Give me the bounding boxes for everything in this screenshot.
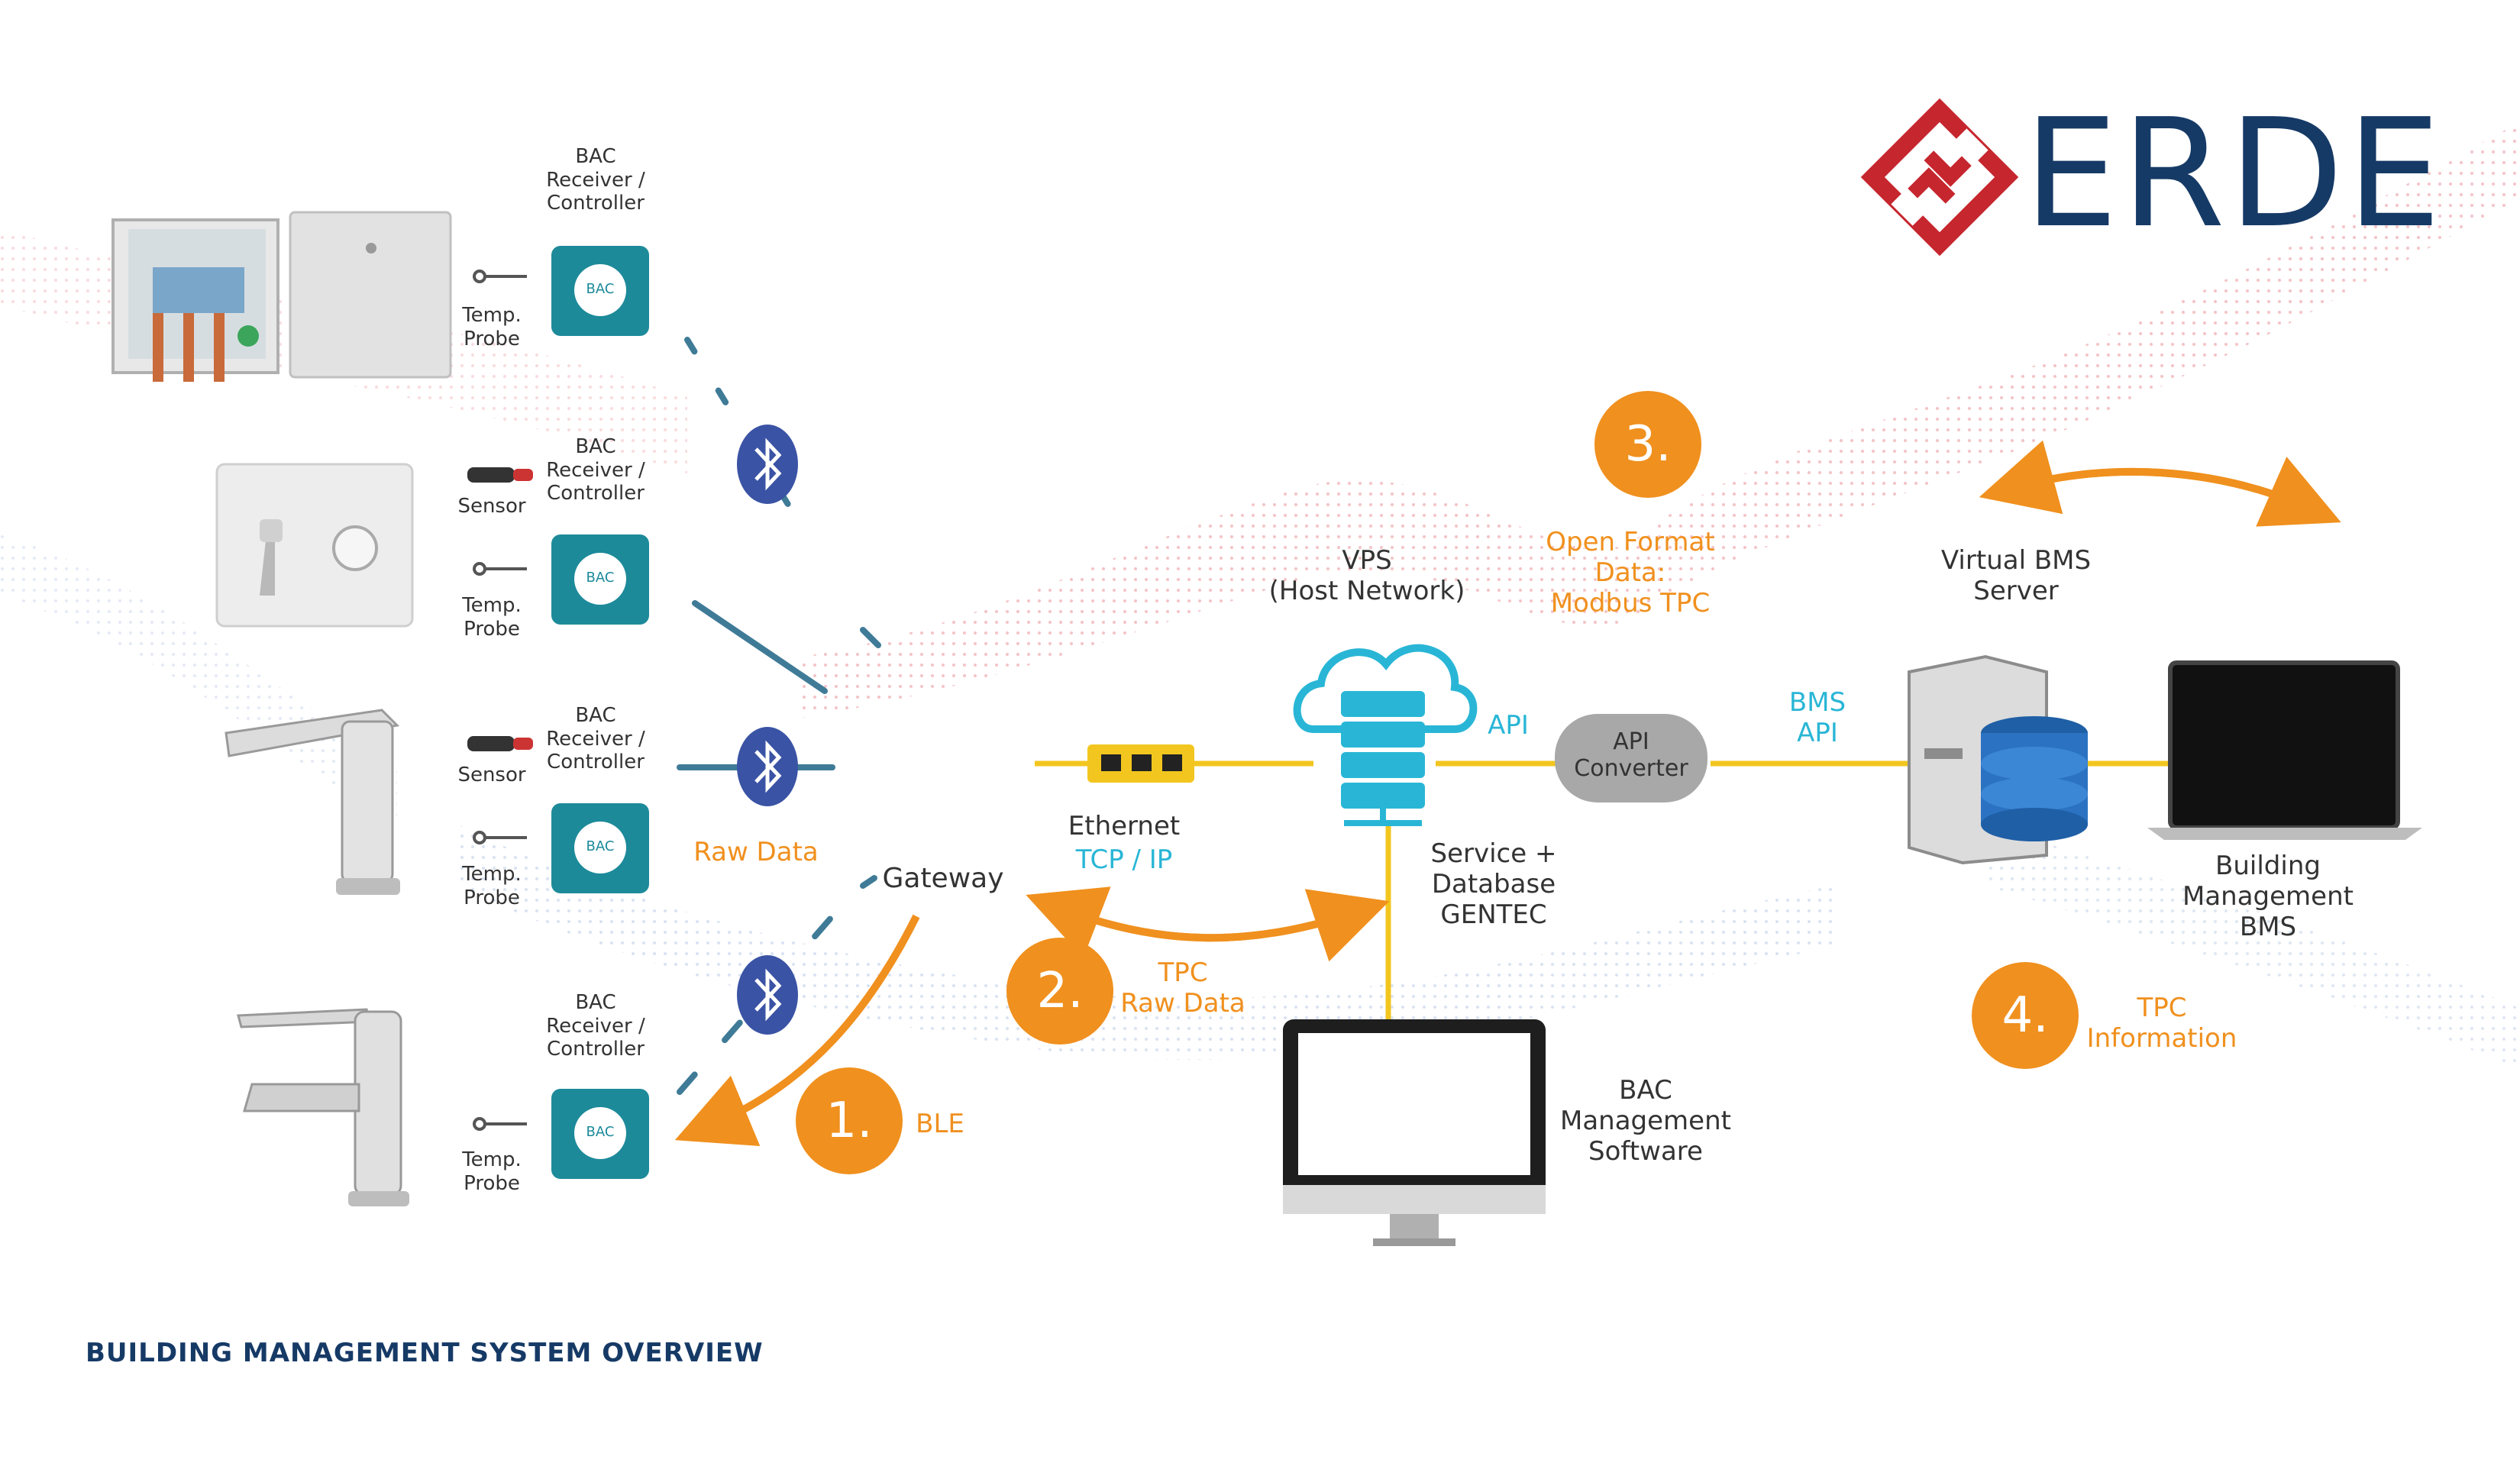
controller-device-label: BAC: [586, 1124, 615, 1140]
valve-cabinet-image: [111, 211, 452, 382]
vps-label: VPS(Host Network): [1268, 545, 1465, 607]
controller-device-label: BAC: [586, 281, 615, 297]
temp-probe-label: Temp.Probe: [462, 594, 522, 641]
bluetooth-icon: [737, 425, 798, 1035]
temp-probe-label: Temp.Probe: [462, 863, 522, 909]
brand-name: ERDE: [2024, 87, 2444, 261]
controller-device-label: BAC: [586, 838, 615, 854]
basin-mixer-image: [237, 1008, 409, 1206]
step-2-badge: 2.: [1006, 938, 1113, 1045]
sensor-label: Sensor: [457, 764, 526, 786]
api-converter-pill: [1555, 714, 1707, 802]
flow-arrows: [674, 440, 2341, 1146]
flush-panel-image: [215, 463, 414, 628]
desktop-monitor-icon: [1283, 1019, 1546, 1246]
ethernet-switch-icon: [1087, 744, 1194, 783]
step-4-badge: 4.: [1972, 962, 2079, 1069]
cloud-server-icon: [1293, 644, 1478, 826]
gateway-label: Gateway: [882, 863, 1004, 894]
sensor-label: Sensor: [457, 495, 526, 518]
server-database-icon: [1908, 654, 2088, 865]
step-1-badge: 1.: [796, 1067, 903, 1174]
erde-logo-mark: [1860, 98, 2019, 257]
controller-device-label: BAC: [586, 570, 615, 586]
footer-title: BUILDING MANAGEMENT SYSTEM OVERVIEW: [86, 1338, 764, 1368]
bac-controller-icon: [551, 246, 649, 1179]
api-label: API: [1488, 710, 1529, 741]
tcp-ip-label: TCP / IP: [1075, 844, 1173, 875]
tall-tap-image: [225, 709, 400, 895]
laptop-icon: [2147, 660, 2422, 840]
temp-probe-label: Temp.Probe: [462, 304, 522, 350]
step-3-badge: 3.: [1594, 391, 1701, 498]
raw-data-label: Raw Data: [693, 837, 819, 867]
ble-label: BLE: [916, 1109, 964, 1139]
ethernet-label: Ethernet: [1068, 811, 1181, 841]
sensor-icon: [467, 467, 533, 751]
temp-probe-label: Temp.Probe: [462, 1148, 522, 1195]
temp-probe-icon: [473, 270, 527, 1131]
